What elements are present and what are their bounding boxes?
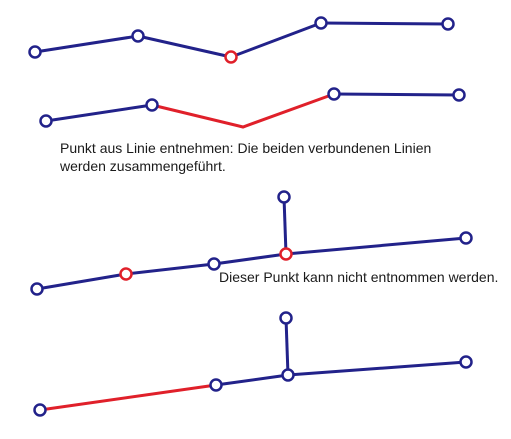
branch-segment	[282, 196, 288, 255]
vertex-node	[131, 29, 145, 43]
vertex-node	[459, 355, 473, 369]
vertex-node	[277, 190, 291, 204]
segment	[213, 252, 287, 266]
vertex-node	[207, 257, 221, 271]
vertex-node	[39, 114, 53, 128]
segment	[320, 21, 449, 26]
vertex-node	[314, 16, 328, 30]
junction-vertex-node	[281, 368, 295, 382]
segment	[137, 34, 232, 59]
vertex-node	[209, 378, 223, 392]
branch-segment	[284, 317, 290, 376]
cannot-remove-caption: Dieser Punkt kann nicht entnommen werden…	[219, 269, 499, 285]
removable-vertex-node	[119, 267, 133, 281]
vertex-node	[30, 282, 44, 296]
segment	[34, 34, 139, 54]
vertex-node	[327, 87, 341, 101]
vertex-node	[452, 88, 466, 102]
vertex-node	[279, 311, 293, 325]
panel-junction-after	[33, 311, 473, 417]
merged-segment	[151, 92, 335, 129]
segment	[125, 262, 215, 276]
merge-caption: Punkt aus Linie entnehmen: Die beiden ve…	[60, 140, 432, 174]
junction-vertex-node	[279, 247, 293, 261]
removed-vertex-node	[224, 50, 238, 64]
segment	[215, 373, 289, 387]
segment	[36, 272, 127, 291]
panel-before-merge	[28, 16, 455, 64]
panel-after-merge	[39, 87, 466, 129]
segment	[45, 103, 153, 123]
merged-segment	[39, 383, 217, 412]
segment	[285, 236, 467, 256]
vertex-node	[33, 403, 47, 417]
vertex-node	[459, 231, 473, 245]
segment	[230, 21, 322, 59]
panel-junction-before	[30, 190, 473, 296]
vertex-node	[145, 98, 159, 112]
segment	[287, 360, 467, 377]
vertex-node	[28, 45, 42, 59]
vertex-node	[441, 17, 455, 31]
segment	[333, 92, 460, 97]
